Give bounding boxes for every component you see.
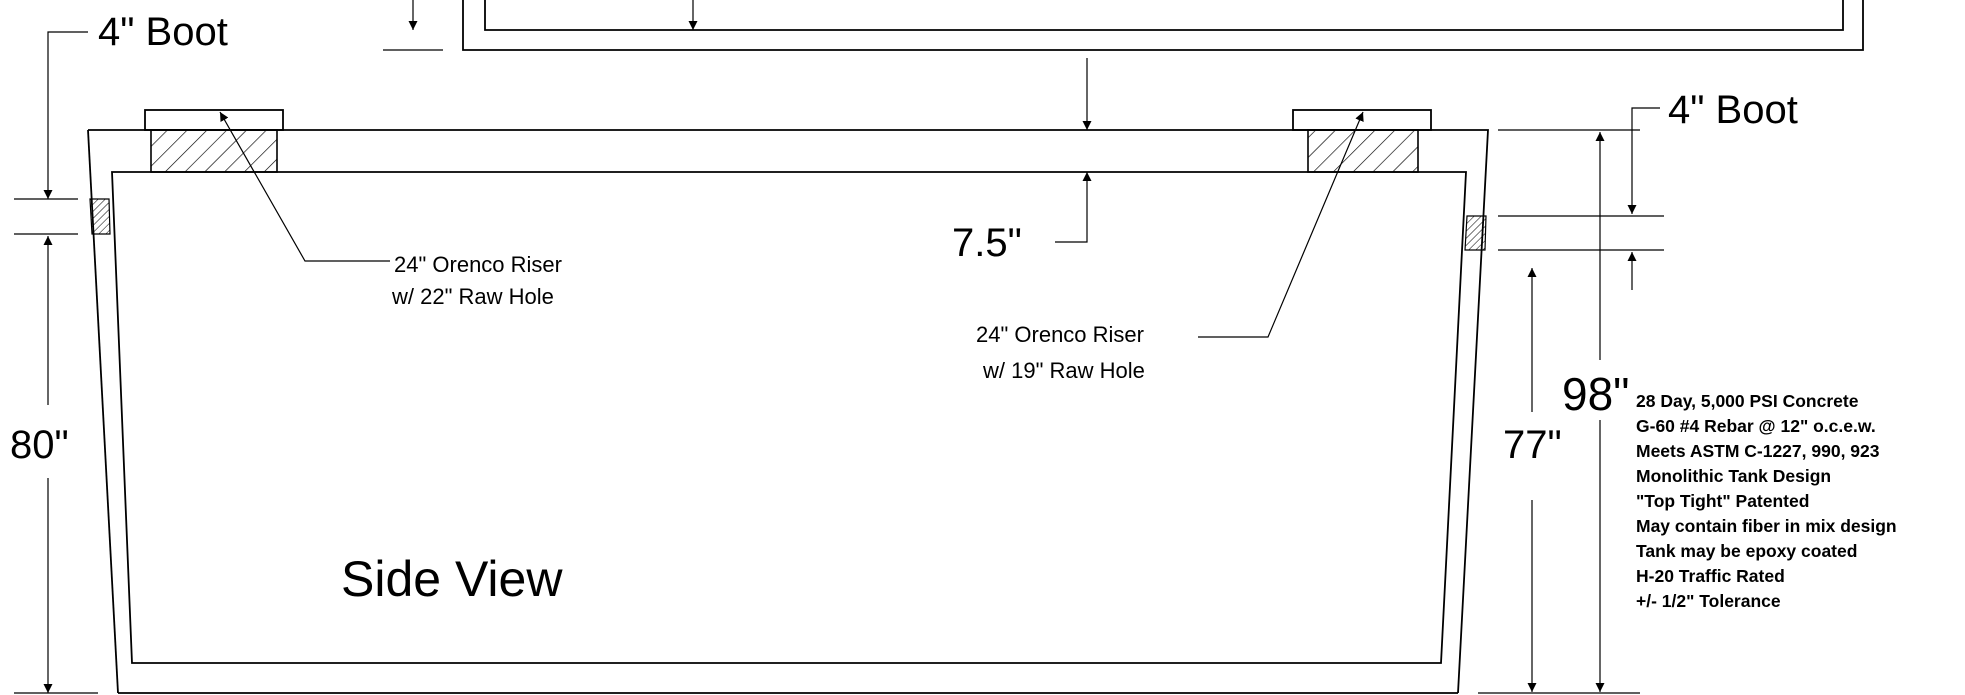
boot-label-left: 4" Boot xyxy=(98,10,228,54)
lid-thickness-dimension xyxy=(1055,58,1092,243)
lid-thickness-label: 7.5" xyxy=(952,221,1022,265)
tank-outer-wall xyxy=(87,129,1489,694)
spec-line: May contain fiber in mix design xyxy=(1636,516,1897,536)
riser-right-label-line1: 24" Orenco Riser xyxy=(976,322,1144,347)
height-label-inner: 77" xyxy=(1503,423,1562,467)
spec-line: Tank may be epoxy coated xyxy=(1636,541,1857,561)
height-label-total: 98" xyxy=(1562,368,1630,420)
spec-line: "Top Tight" Patented xyxy=(1636,491,1809,511)
left-height-dimension xyxy=(14,236,98,694)
spec-notes: 28 Day, 5,000 PSI Concrete G-60 #4 Rebar… xyxy=(1636,391,1897,611)
boot-hatch-right xyxy=(1464,215,1487,251)
riser-left xyxy=(144,109,284,173)
left-boot-dimension xyxy=(14,31,88,235)
view-title: Side View xyxy=(341,551,563,607)
riser-right-label-line2: w/ 19" Raw Hole xyxy=(982,358,1145,383)
height-label-left: 80" xyxy=(10,423,69,467)
right-boot-dimension xyxy=(1498,107,1664,290)
spec-line: G-60 #4 Rebar @ 12" o.c.e.w. xyxy=(1636,416,1876,436)
top-left-dimension-fragment xyxy=(383,0,698,51)
riser-left-label-line1: 24" Orenco Riser xyxy=(394,252,562,277)
top-lid-outline xyxy=(462,0,1864,51)
leader-riser-left xyxy=(219,111,390,262)
riser-left-label-line2: w/ 22" Raw Hole xyxy=(391,284,554,309)
boot-label-right: 4" Boot xyxy=(1668,88,1798,132)
inner-height-dimension xyxy=(1478,268,1640,694)
spec-line: 28 Day, 5,000 PSI Concrete xyxy=(1636,391,1859,411)
spec-line: H-20 Traffic Rated xyxy=(1636,566,1785,586)
boot-hatch-left xyxy=(89,198,111,235)
spec-line: Meets ASTM C-1227, 990, 923 xyxy=(1636,441,1880,461)
riser-right xyxy=(1292,109,1432,173)
leader-riser-right xyxy=(1198,111,1364,338)
tank-inner-wall xyxy=(111,171,1467,664)
spec-line: Monolithic Tank Design xyxy=(1636,466,1831,486)
spec-line: +/- 1/2" Tolerance xyxy=(1636,591,1781,611)
